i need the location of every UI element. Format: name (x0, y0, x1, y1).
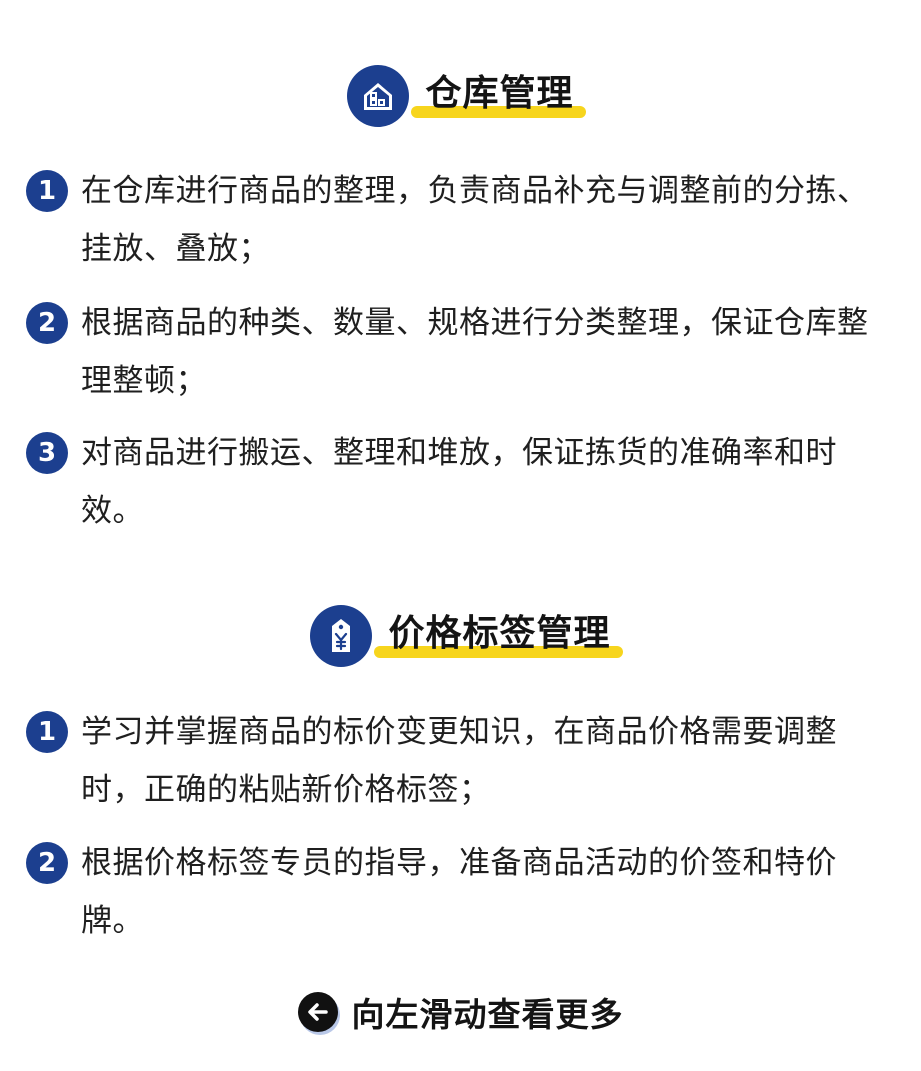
list-item: 1 学习并掌握商品的标价变更知识，在商品价格需要调整时，正确的粘贴新价格标签； (26, 703, 886, 819)
house-icon (347, 65, 410, 127)
section-title: 仓库管理 (425, 73, 574, 114)
swipe-hint-text: 向左滑动查看更多 (351, 995, 624, 1034)
number-badge: 1 (26, 711, 68, 753)
list-item: 2 根据商品的种类、数量、规格进行分类整理，保证仓库整理整顿； (26, 294, 886, 410)
number-badge: 1 (26, 170, 68, 212)
number-badge: 2 (26, 302, 68, 344)
number-badge: 3 (26, 432, 68, 474)
swipe-hint[interactable]: 向左滑动查看更多 (0, 988, 921, 1036)
item-text: 根据价格标签专员的指导，准备商品活动的价签和特价牌。 (81, 845, 837, 939)
section-header-warehouse: 仓库管理 (0, 65, 921, 127)
title-highlight (374, 646, 623, 658)
item-text: 根据商品的种类、数量、规格进行分类整理，保证仓库整理整顿； (81, 305, 869, 399)
title-highlight (411, 106, 586, 118)
list-item: 3 对商品进行搬运、整理和堆放，保证拣货的准确率和时效。 (26, 424, 886, 540)
list-item: 2 根据价格标签专员的指导，准备商品活动的价签和特价牌。 (26, 834, 886, 950)
arrow-left-icon[interactable] (297, 992, 338, 1032)
price-tag-icon (310, 605, 373, 667)
item-text: 在仓库进行商品的整理，负责商品补充与调整前的分拣、挂放、叠放； (81, 173, 869, 267)
section-header-price-tag: 价格标签管理 (0, 605, 921, 667)
list-item: 1 在仓库进行商品的整理，负责商品补充与调整前的分拣、挂放、叠放； (26, 162, 886, 278)
number-badge: 2 (26, 842, 68, 884)
section-title: 价格标签管理 (388, 613, 611, 654)
item-text: 对商品进行搬运、整理和堆放，保证拣货的准确率和时效。 (81, 435, 837, 529)
item-text: 学习并掌握商品的标价变更知识，在商品价格需要调整时，正确的粘贴新价格标签； (81, 714, 837, 808)
